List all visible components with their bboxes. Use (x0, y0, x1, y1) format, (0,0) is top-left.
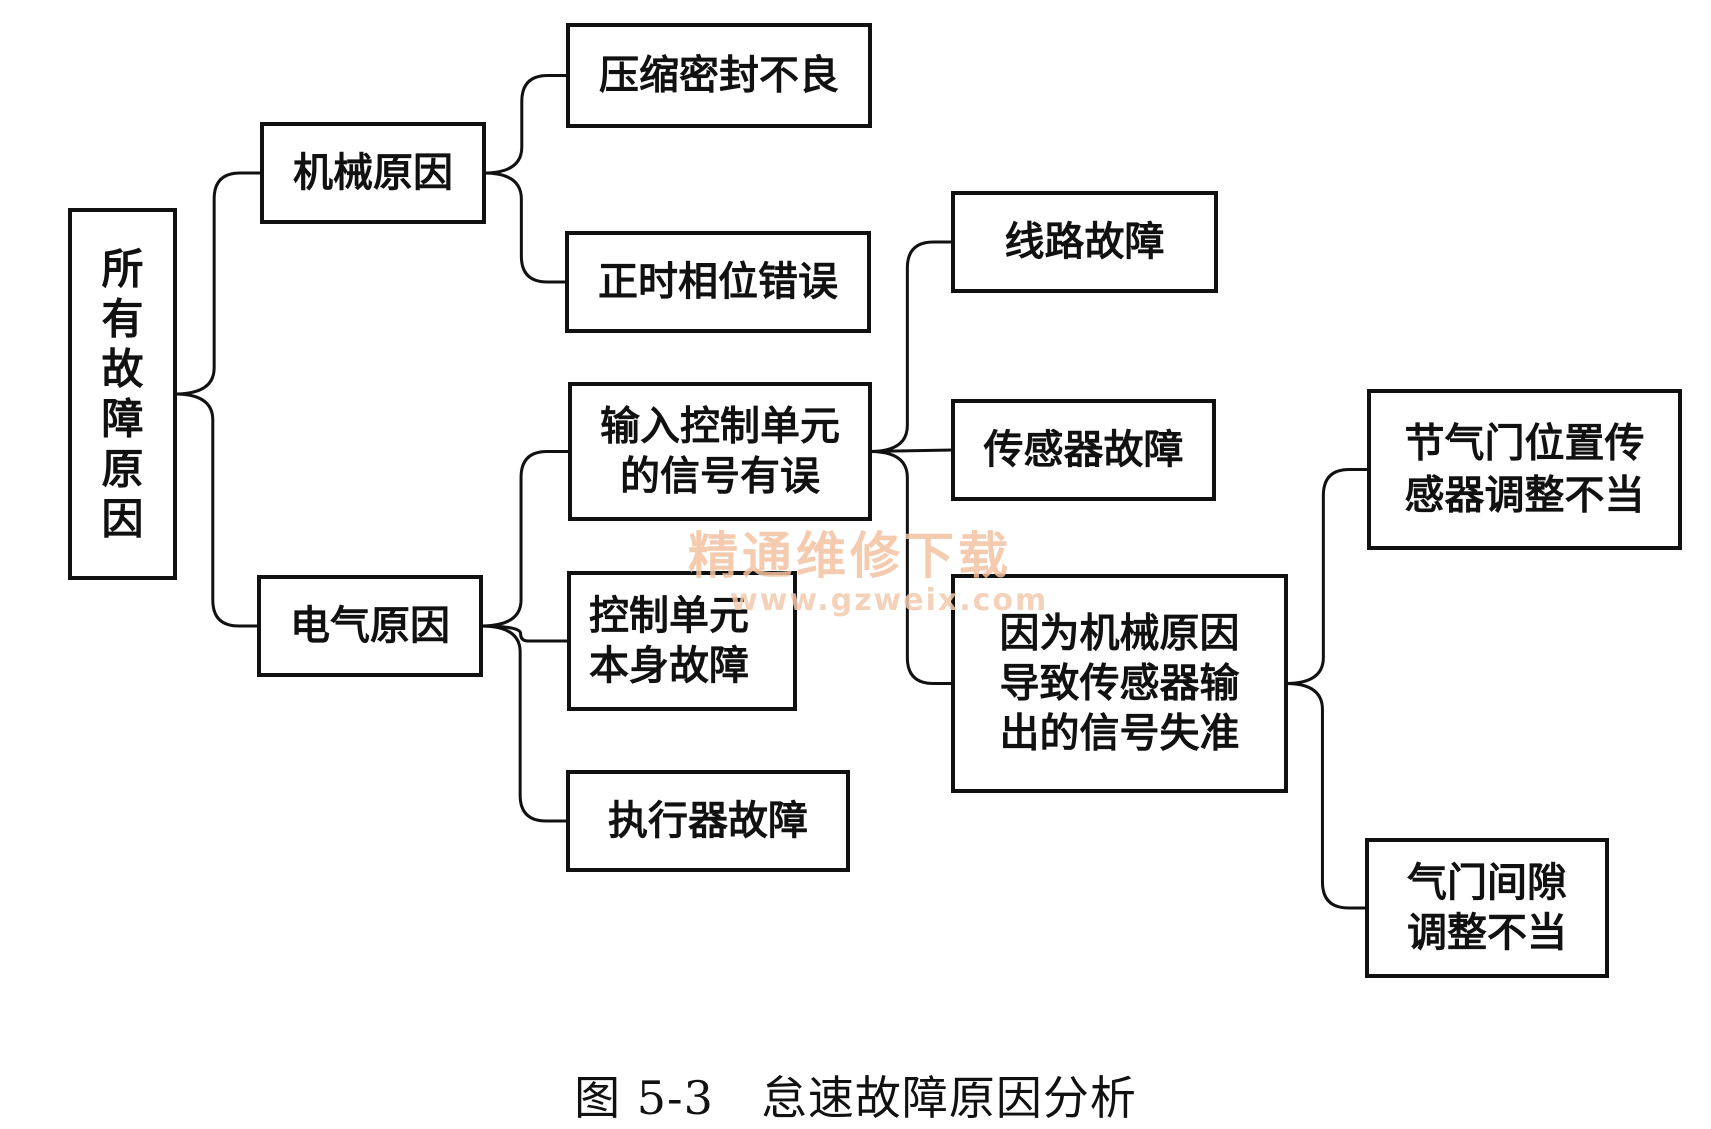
node-label: 机械原因 (293, 150, 453, 196)
node-box (68, 208, 177, 580)
node-timing-phase: 正时相位错误 (565, 231, 871, 333)
node-label: 故 (101, 345, 143, 394)
node-label: 电气原因 (290, 603, 450, 649)
node-electrical: 电气原因 (257, 575, 483, 677)
node-label: 因 (101, 495, 143, 544)
figure-caption: 图 5-3 怠速故障原因分析 (574, 1071, 1137, 1125)
node-label: 执行器故障 (608, 798, 808, 844)
node-box (568, 382, 872, 521)
node-box (951, 574, 1288, 793)
node-label: 因为机械原因 (1000, 611, 1240, 657)
node-box (567, 571, 797, 711)
node-label: 压缩密封不良 (599, 53, 839, 99)
node-label: 正时相位错误 (598, 259, 838, 305)
connector-electrical-to-input-signal (480, 450, 570, 628)
node-box (260, 122, 486, 224)
connector-input-signal-to-wiring (869, 240, 953, 453)
connector-mech-sensor-to-valve-clearance (1285, 682, 1367, 910)
node-actuator: 执行器故障 (566, 770, 850, 872)
node-label: 控制单元 (589, 593, 749, 639)
node-label: 输入控制单元 (600, 404, 840, 450)
node-box (257, 575, 483, 677)
connector-root-to-mechanical (174, 171, 262, 396)
node-label: 调整不当 (1407, 910, 1567, 956)
watermark-text: 精通维修下载 (688, 527, 1012, 585)
node-label: 导致传感器输 (1000, 661, 1241, 707)
node-label: 感器调整不当 (1405, 473, 1645, 519)
node-box (566, 770, 850, 872)
node-box (1367, 389, 1682, 550)
node-label: 原 (101, 445, 143, 494)
node-label: 障 (101, 395, 143, 444)
node-box (566, 23, 872, 128)
node-label: 所 (101, 245, 143, 294)
connector-input-signal-to-mech-sensor (869, 450, 953, 685)
node-label: 出的信号失准 (1000, 711, 1240, 757)
node-box (1365, 838, 1609, 978)
node-label: 气门间隙 (1407, 860, 1567, 906)
node-label: 线路故障 (1005, 219, 1165, 265)
node-wiring: 线路故障 (951, 191, 1218, 293)
node-box (951, 191, 1218, 293)
connector-root-to-electrical (174, 392, 259, 628)
node-label: 有 (101, 295, 143, 344)
node-label: 节气门位置传 (1405, 421, 1645, 467)
node-compression-seal: 压缩密封不良 (566, 23, 872, 128)
connectors (174, 74, 1369, 910)
nodes: 所有故障原因机械原因压缩密封不良正时相位错误电气原因输入控制单元的信号有误控制单… (68, 23, 1682, 978)
node-label: 的信号有误 (620, 454, 820, 500)
node-box (951, 399, 1216, 501)
connector-mech-sensor-to-throttle-sensor (1285, 468, 1369, 685)
connector-mechanical-to-timing-phase (483, 171, 567, 284)
connector-mechanical-to-compression-seal (483, 74, 568, 175)
node-label: 传感器故障 (983, 427, 1184, 473)
node-mechanical: 机械原因 (260, 122, 486, 224)
node-label: 本身故障 (589, 643, 749, 689)
connector-electrical-to-actuator (480, 624, 568, 823)
connector-electrical-to-control-unit (480, 624, 569, 643)
watermark-url: www.gzweix.com (730, 583, 1048, 618)
watermark: 精通维修下载 www.gzweix.com (688, 527, 1048, 618)
node-sensor: 传感器故障 (951, 399, 1216, 501)
node-box (565, 231, 871, 333)
